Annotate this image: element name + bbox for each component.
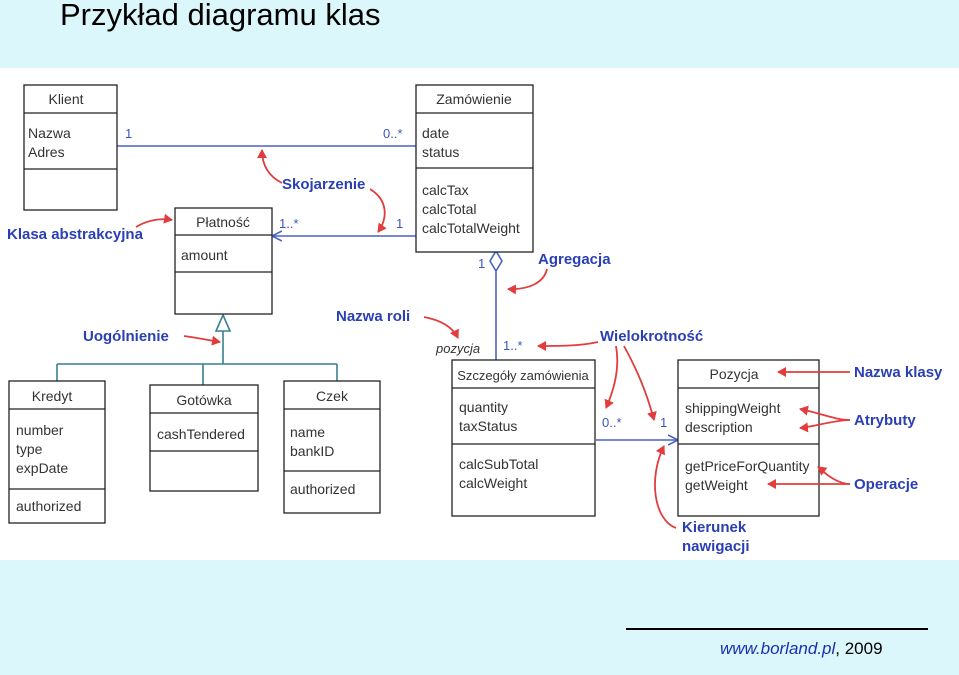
annotation-uogolnienie: Uogólnienie — [83, 328, 169, 345]
class-platnosc: Płatność amount — [174, 207, 273, 315]
footer-credit: www.borland.pl, 2009 — [720, 639, 883, 659]
annotation-atrybuty: Atrybuty — [854, 412, 916, 429]
attribute: type — [16, 441, 43, 457]
class-czek: Czek name bankID authorized — [283, 380, 381, 514]
attribute: number — [16, 422, 64, 438]
class-szczegoly-zamowienia: Szczegóły zamówienia quantity taxStatus … — [451, 359, 596, 517]
class-name: Kredyt — [32, 388, 73, 404]
operation: calcTotalWeight — [422, 220, 520, 236]
annotation-nazwa-roli: Nazwa roli — [336, 308, 410, 325]
operation: authorized — [290, 481, 355, 497]
multiplicity-navigation-to: 1 — [660, 415, 667, 430]
operation: calcTotal — [422, 201, 476, 217]
multiplicity-aggregation-part: 1..* — [503, 338, 523, 353]
attribute: status — [422, 144, 459, 160]
class-kredyt: Kredyt number type expDate authorized — [8, 380, 106, 524]
class-name: Gotówka — [176, 392, 231, 408]
attribute: quantity — [459, 399, 508, 415]
class-name: Czek — [316, 388, 349, 404]
arrow-klasa-abstrakcyjna — [135, 213, 173, 228]
generalization-triangle — [214, 313, 232, 332]
attribute: name — [290, 424, 325, 440]
annotation-agregacja: Agregacja — [538, 251, 611, 268]
class-zamowienie: Zamówienie date status calcTax calcTotal… — [415, 84, 534, 253]
arrow-operacje-1 — [817, 466, 851, 485]
operation: calcWeight — [459, 475, 527, 491]
class-gotowka: Gotówka cashTendered — [149, 384, 259, 492]
multiplicity-aggregation-whole: 1 — [478, 256, 485, 271]
attribute: bankID — [290, 443, 334, 459]
arrow-wielokrotnosc-to-from — [604, 345, 619, 409]
attribute: expDate — [16, 460, 68, 476]
annotation-kierunek: Kierunek — [682, 519, 747, 536]
class-pozycja: Pozycja shippingWeight description getPr… — [677, 359, 820, 517]
class-name: Szczegóły zamówienia — [457, 368, 589, 383]
annotation-nawigacji: nawigacji — [682, 538, 750, 555]
attribute: date — [422, 125, 449, 141]
arrow-nazwa-roli — [423, 316, 459, 339]
attribute: shippingWeight — [685, 400, 781, 416]
class-name: Pozycja — [709, 366, 758, 382]
arrow-wielokrotnosc-to-part — [537, 340, 599, 351]
class-klient: Klient Nazwa Adres — [23, 84, 118, 211]
operation: getPriceForQuantity — [685, 458, 810, 474]
multiplicity-navigation-from: 0..* — [602, 415, 622, 430]
footer-year: , 2009 — [835, 639, 883, 658]
class-name: Płatność — [196, 214, 250, 230]
annotation-operacje: Operacje — [854, 476, 918, 493]
operation: getWeight — [685, 477, 748, 493]
role-name: pozycja — [435, 341, 480, 356]
annotation-nazwa-klasy: Nazwa klasy — [854, 364, 943, 381]
class-name: Zamówienie — [436, 91, 512, 107]
arrow-wielokrotnosc-to-to — [623, 345, 657, 421]
multiplicity-platnosc: 1..* — [279, 216, 299, 231]
attribute: amount — [181, 247, 228, 263]
multiplicity-klient: 1 — [125, 126, 132, 141]
attribute: taxStatus — [459, 418, 517, 434]
class-diagram: Klient Nazwa Adres Zamówienie date statu… — [0, 68, 959, 560]
arrow-kierunek-nawigacji — [654, 445, 677, 529]
attribute: Nazwa — [28, 125, 71, 141]
class-name: Klient — [48, 91, 83, 107]
annotation-wielokrotnosc: Wielokrotność — [600, 328, 703, 345]
operation: authorized — [16, 498, 81, 514]
footer-divider — [626, 628, 928, 630]
multiplicity-zamowienie-payment: 1 — [396, 216, 403, 231]
aggregation-diamond — [489, 249, 503, 273]
operation: calcSubTotal — [459, 456, 538, 472]
multiplicity-zamowienie: 0..* — [383, 126, 403, 141]
arrow-skojarzenie-to-association — [257, 149, 283, 184]
annotation-klasa-abstrakcyjna: Klasa abstrakcyjna — [7, 226, 144, 243]
footer-url: www.borland.pl — [720, 639, 836, 658]
arrow-skojarzenie-to-payment — [369, 188, 387, 233]
attribute: cashTendered — [157, 426, 245, 442]
annotation-skojarzenie: Skojarzenie — [282, 176, 365, 193]
arrow-atrybuty-2 — [799, 419, 851, 433]
operation: calcTax — [422, 182, 469, 198]
arrow-agregacja — [507, 268, 548, 295]
attribute: Adres — [28, 144, 65, 160]
arrow-uogolnienie — [183, 335, 221, 346]
attribute: description — [685, 419, 753, 435]
slide-title: Przykład diagramu klas — [60, 0, 381, 32]
